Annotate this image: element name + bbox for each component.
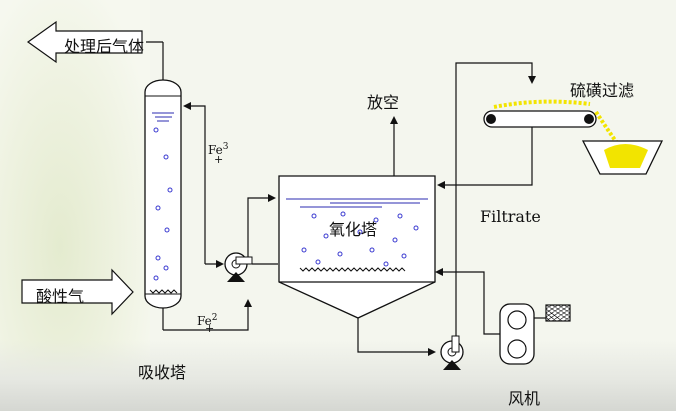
- fe2-sign: +: [205, 322, 215, 335]
- circulation-pump-1: [224, 252, 253, 282]
- oxidizer-label: 氧化塔: [329, 220, 378, 239]
- acid-gas-arrow: [21, 268, 134, 316]
- fe2-label: Fe2: [197, 313, 218, 328]
- sulfur-filter-label: 硫磺过滤: [570, 81, 635, 100]
- fe3-line: [183, 102, 206, 264]
- background-texture-bottom: [0, 340, 676, 411]
- acid-gas-label: 酸性气: [36, 287, 85, 306]
- blower-label: 风机: [508, 389, 541, 408]
- sulfur-bin: [581, 140, 664, 175]
- filtrate-line: [437, 127, 533, 189]
- absorber-column: [144, 41, 182, 330]
- filtrate-label: Filtrate: [480, 207, 541, 226]
- absorber-label: 吸收塔: [138, 363, 187, 382]
- vent-label: 放空: [367, 93, 400, 112]
- belt-filter: [483, 99, 619, 145]
- treated-gas-label: 处理后气体: [64, 37, 145, 56]
- fe2-line: [163, 299, 252, 331]
- air-line: [435, 268, 500, 335]
- fe3-sign: +: [214, 153, 224, 166]
- treated-gas-arrow: [26, 20, 143, 64]
- blower: [499, 303, 571, 365]
- slurry-pump-2: [440, 335, 464, 370]
- oxidation-tower: [278, 175, 436, 319]
- fe3-label: Fe3: [208, 142, 229, 157]
